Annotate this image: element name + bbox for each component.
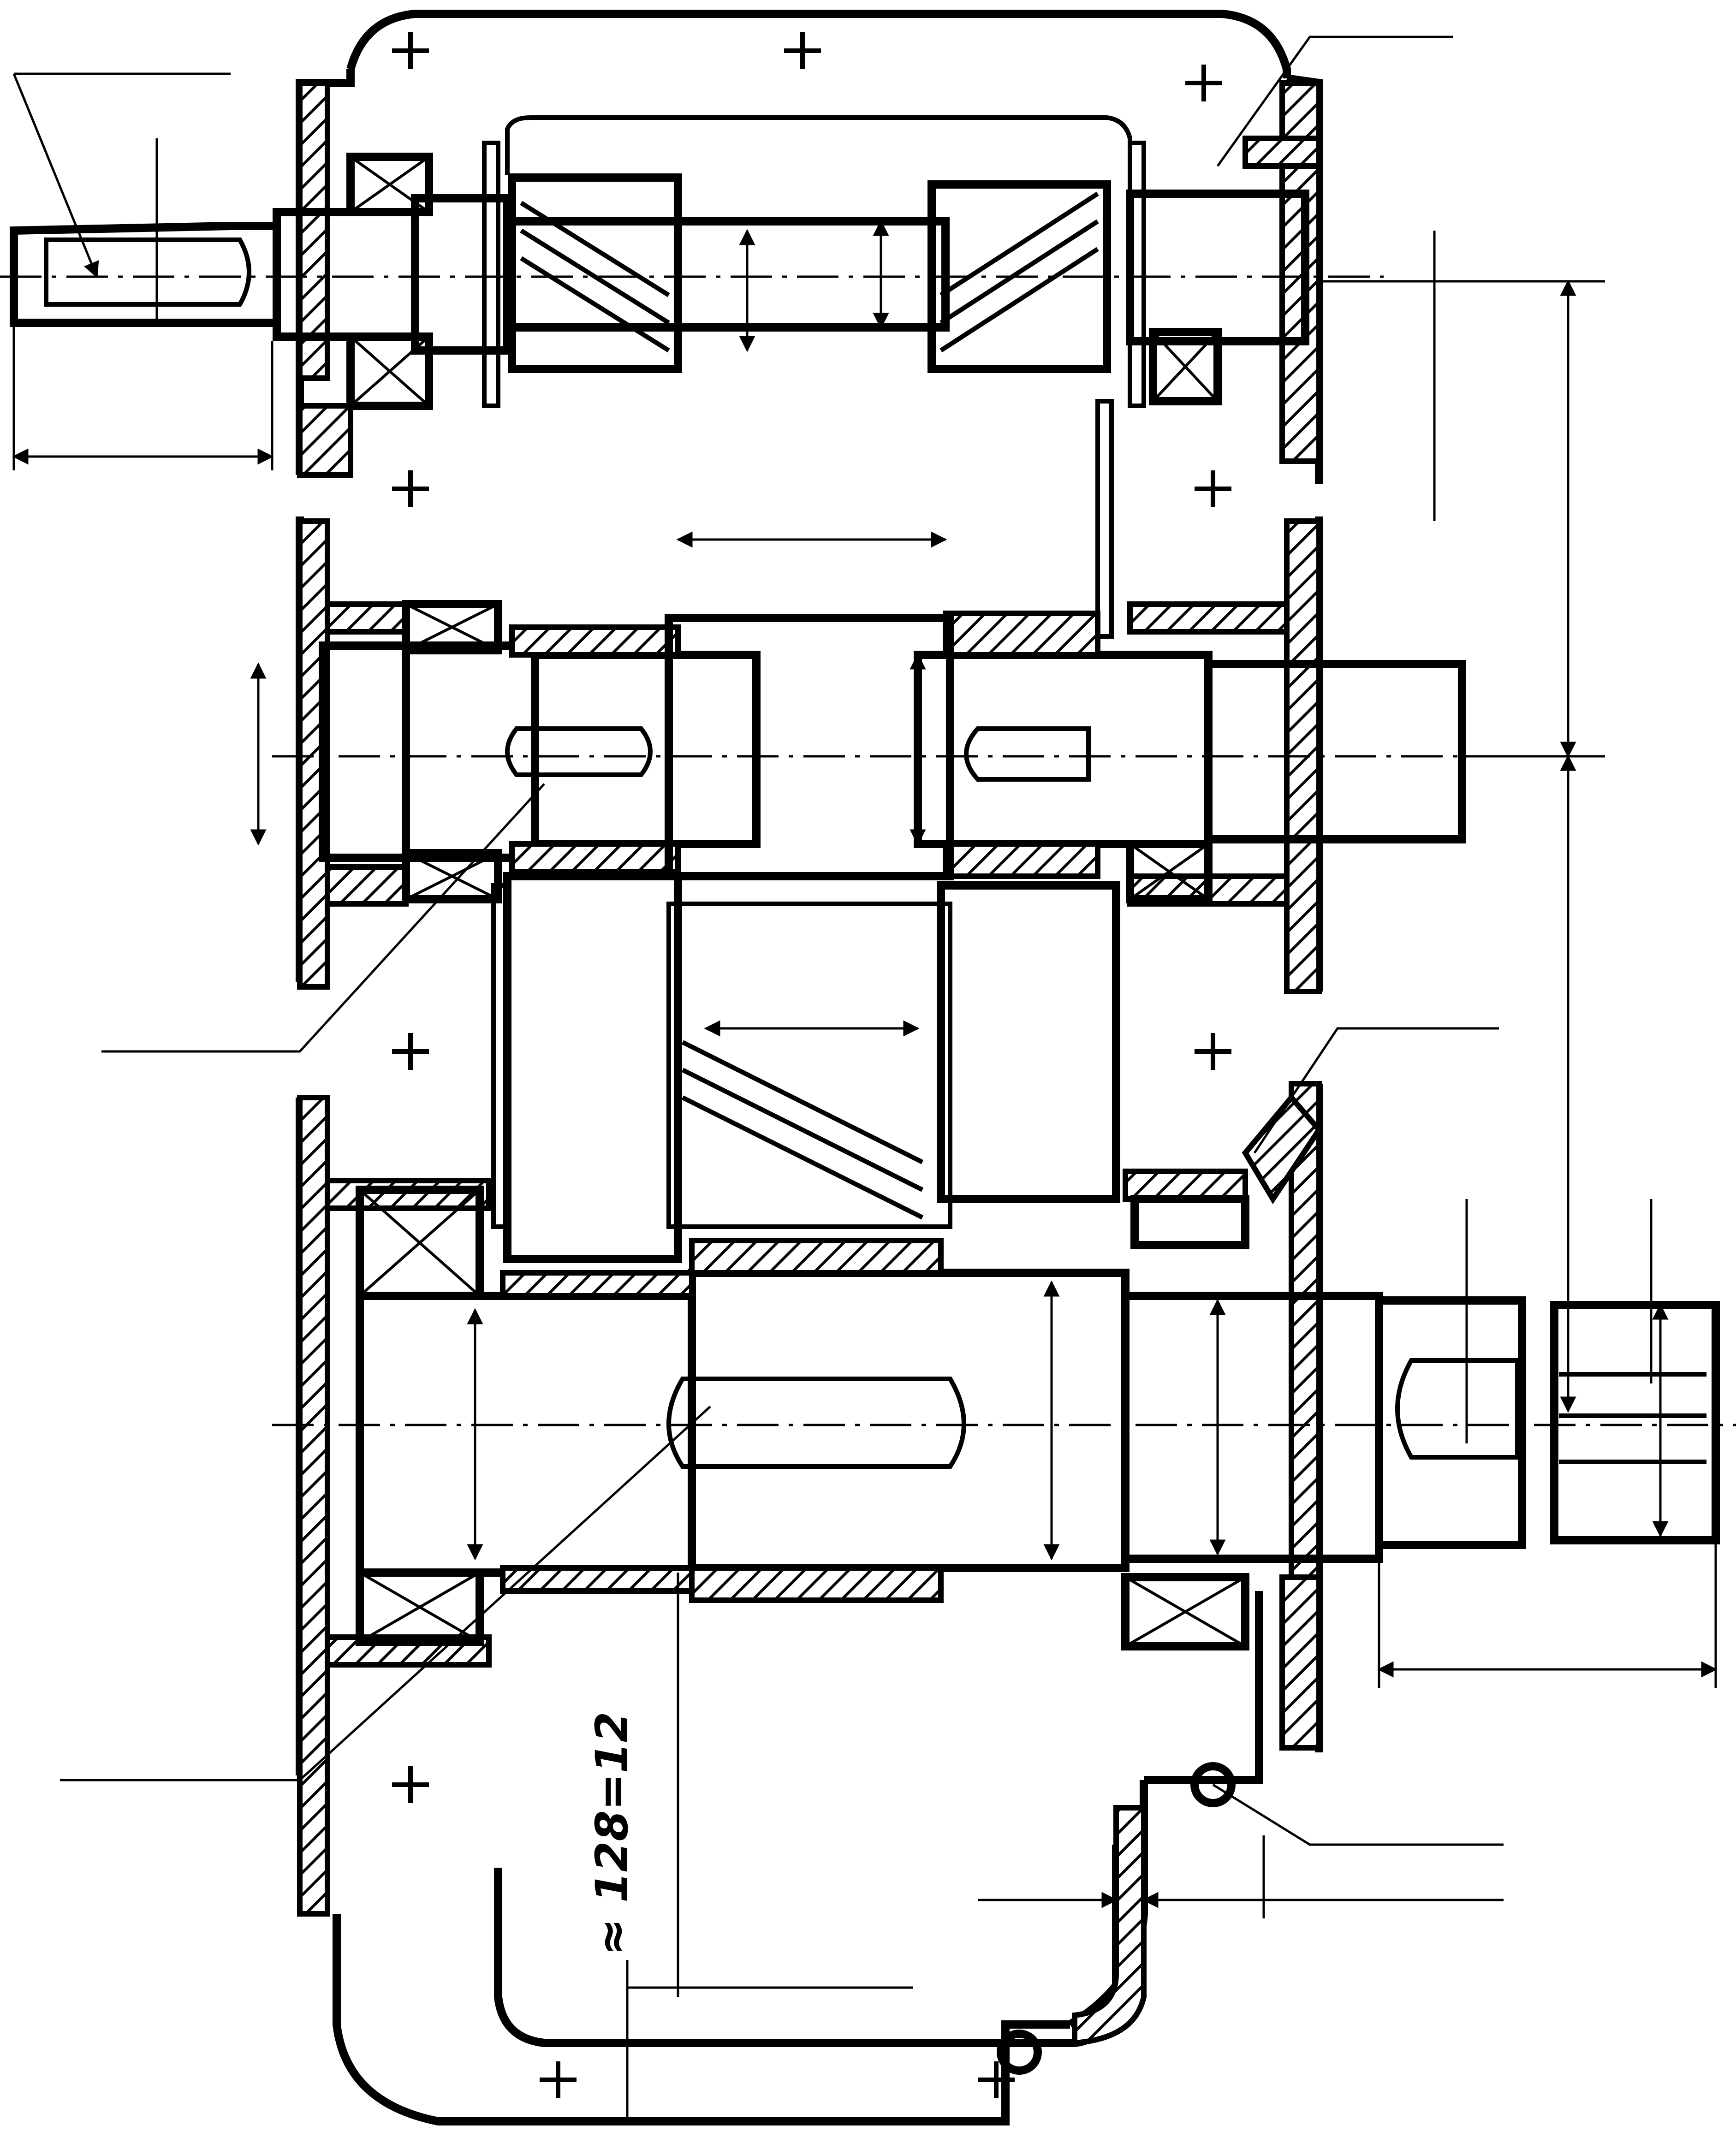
- casing-walls: [297, 80, 1323, 2046]
- lower-gear-region: [356, 399, 1249, 1650]
- bolt-markers: [392, 32, 1236, 2098]
- clearance-note-label: ≈ 128=12: [586, 1712, 638, 1955]
- output-shaft: [356, 1238, 1720, 1603]
- dimension-lines: [12, 36, 1718, 2121]
- intermediate-shaft: [319, 600, 1466, 1229]
- input-shaft: [10, 141, 1309, 410]
- center-lines: [0, 275, 1736, 1426]
